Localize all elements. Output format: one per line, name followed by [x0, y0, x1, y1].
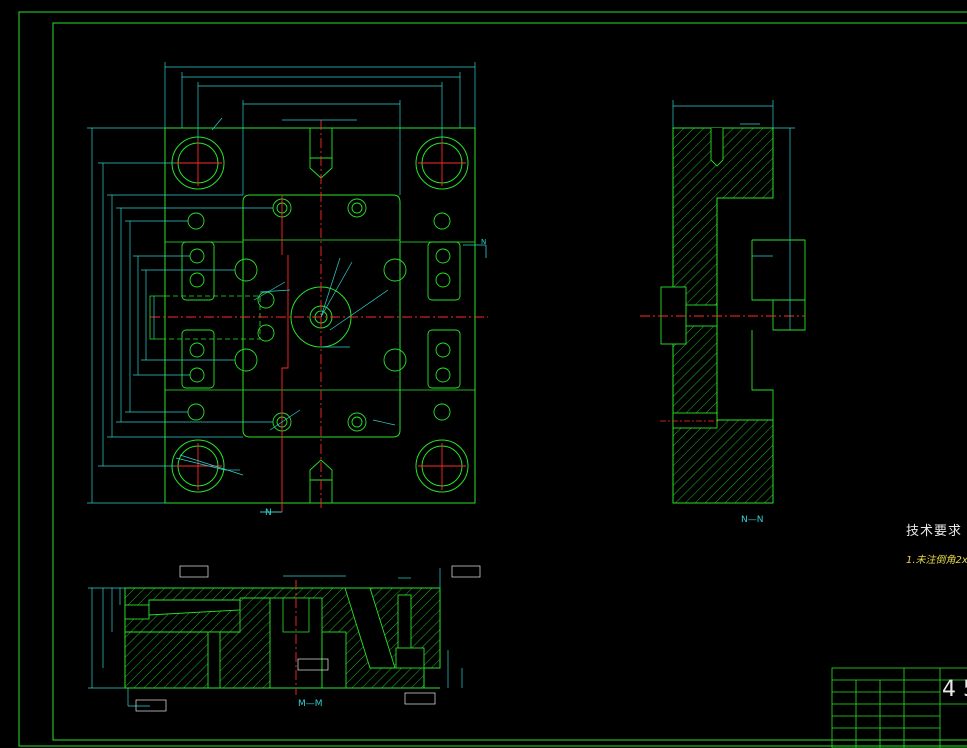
cut-marker-right: N	[481, 238, 487, 246]
guide-pillar-holes	[171, 136, 469, 493]
plan-dimensions-left	[87, 127, 273, 504]
section-m-m-label: M—M	[298, 699, 323, 709]
plan-dimensions-top	[164, 62, 476, 195]
tech-requirement-item-1: 1.未注倒角2x45°	[906, 555, 967, 566]
cut-marker-bottom: N	[265, 508, 272, 518]
section-n-n-view	[640, 100, 806, 504]
drawing-frame	[18, 11, 967, 747]
tech-requirements-title: 技术要求	[906, 524, 963, 539]
plan-view	[87, 62, 488, 513]
title-block	[831, 667, 967, 748]
title-block-number: 4 5	[942, 677, 967, 702]
section-m-m-view	[88, 565, 481, 712]
bolt-holes	[187, 198, 451, 432]
section-n-n-label: N—N	[741, 515, 764, 525]
plan-centerlines	[150, 120, 488, 513]
cavity-insert-outline	[242, 194, 401, 438]
mold-plate-outline	[164, 127, 476, 504]
